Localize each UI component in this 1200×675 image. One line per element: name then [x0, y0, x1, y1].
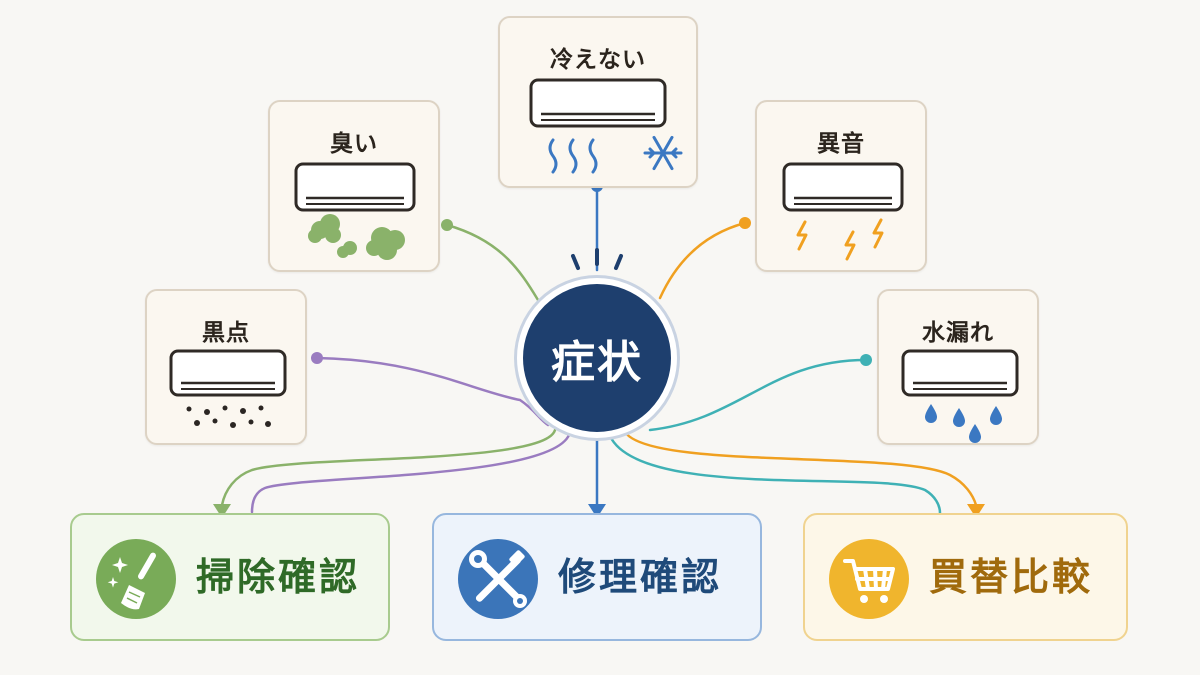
action-label-repair: 修理確認 — [558, 555, 723, 599]
black-dots-icon — [186, 405, 271, 428]
symptom-label-water-leak: 水漏れ — [922, 320, 994, 346]
symptom-card-black-spots: 黒点 — [145, 289, 307, 445]
connector-to-clean — [220, 428, 557, 507]
symptom-label-smell: 臭い — [330, 131, 378, 157]
symptom-hub: 症状 — [517, 278, 677, 438]
aircon-black-spots-icon — [169, 349, 287, 428]
action-label-clean: 掃除確認 — [196, 555, 361, 599]
node-dot-noise — [739, 217, 751, 229]
action-card-repair: 修理確認 — [432, 513, 762, 641]
water-drops-icon — [925, 404, 1002, 443]
lightning-noise-icon — [796, 218, 884, 261]
arrowhead-clean — [213, 504, 231, 518]
symptom-card-noise: 異音 — [755, 100, 927, 272]
snowflake-icon — [643, 135, 683, 171]
hub-label: 症状 — [551, 337, 643, 388]
symptom-label-not-cooling: 冷えない — [550, 47, 646, 73]
symptom-card-water-leak: 水漏れ — [877, 289, 1039, 445]
broom-sparkle-icon — [107, 552, 156, 610]
node-dot-water-leak — [860, 354, 872, 366]
arrowhead-buy — [967, 504, 985, 518]
action-card-buy: 買替比較 — [803, 513, 1128, 641]
aircon-odor-icon — [294, 162, 416, 260]
action-label-buy: 買替比較 — [929, 555, 1094, 599]
aircon-noise-icon — [782, 162, 904, 261]
connector-from-clean-purple — [250, 430, 572, 514]
shopping-cart-icon — [843, 559, 895, 603]
wrench-screwdriver-icon — [469, 550, 527, 608]
symptom-card-not-cooling: 冷えない — [498, 16, 698, 188]
connector-smell — [445, 223, 540, 302]
symptom-label-black-spots: 黒点 — [202, 320, 250, 346]
odor-cloud-icon — [308, 214, 405, 260]
action-icon-circle-buy — [829, 539, 909, 619]
action-card-clean: 掃除確認 — [70, 513, 390, 641]
aircon-cold-air-icon — [529, 78, 683, 174]
aircon-water-leak-icon — [901, 349, 1019, 443]
connector-water-leak — [648, 358, 868, 432]
connector-to-buy — [623, 430, 978, 507]
node-dot-black-spots — [311, 352, 323, 364]
symptom-label-noise: 異音 — [817, 131, 865, 157]
action-icon-circle-clean — [96, 539, 176, 619]
connector-noise — [658, 221, 747, 300]
hub-emphasis-ticks — [571, 248, 623, 270]
node-dot-smell — [441, 219, 453, 231]
arrowhead-repair — [588, 504, 606, 518]
action-icon-circle-repair — [458, 539, 538, 619]
symptom-card-smell: 臭い — [268, 100, 440, 272]
connector-from-buy-teal — [608, 434, 942, 515]
connector-black-spots — [315, 356, 550, 427]
